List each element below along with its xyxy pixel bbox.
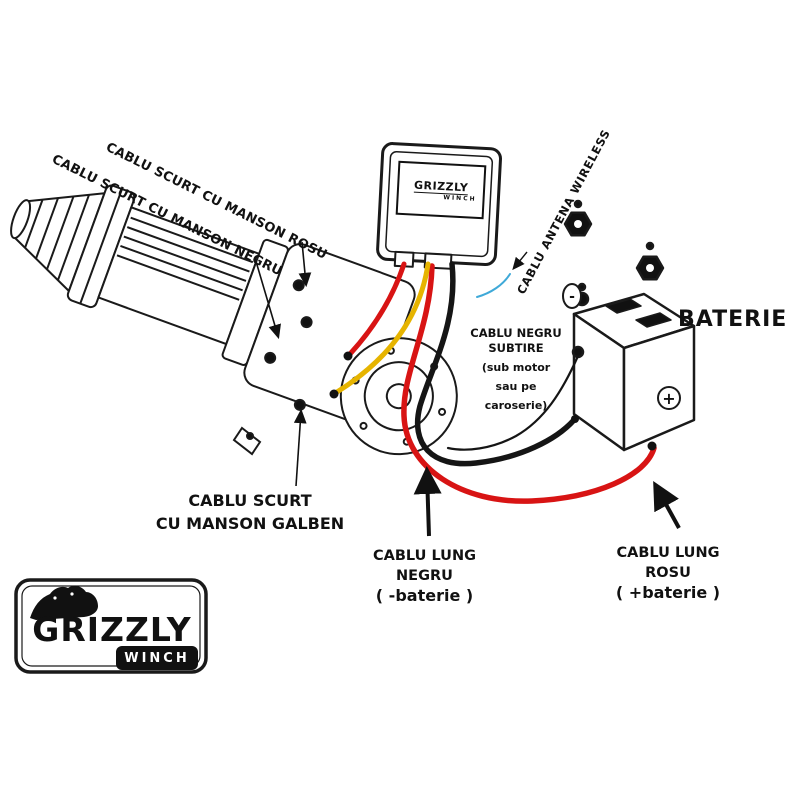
arrow-long-red <box>653 480 681 529</box>
logo-winch-badge: WINCH <box>116 646 198 670</box>
label-thin-black-cable: CABLU NEGRU SUBTIRE (sub motor sau pe ca… <box>456 326 576 413</box>
cable-lug <box>329 389 339 399</box>
arrow-antenna <box>512 251 528 271</box>
logo-brand-text: GRIZZLY <box>32 610 192 649</box>
cable-lug <box>571 415 579 423</box>
control-box-faceplate: GRIZZLY WINCH <box>395 160 487 220</box>
label-line: CU MANSON GALBEN <box>155 514 345 533</box>
arrow-short-red <box>298 241 312 288</box>
label-line: CABLU LUNG <box>373 548 476 564</box>
battery-plus-symbol: + <box>662 389 675 408</box>
arrow-short-yellow <box>293 408 307 487</box>
label-line: CABLU SCURT <box>188 491 312 510</box>
label-line: ROSU <box>645 565 691 581</box>
winch-drawing <box>10 184 458 456</box>
battery-positive-terminal <box>657 386 681 410</box>
label-line: CABLU NEGRU <box>470 326 562 340</box>
thin-black-cable <box>446 354 580 451</box>
label-battery: BATERIE <box>678 307 788 332</box>
rope-hook <box>232 426 262 456</box>
long-black-cable <box>414 261 577 467</box>
label-line: SUBTIRE <box>488 341 544 355</box>
long-red-cable <box>401 263 657 504</box>
label-line: CABLU LUNG <box>616 545 720 561</box>
label-line: ( -baterie ) <box>375 586 474 605</box>
battery-cell-cap <box>605 298 642 314</box>
battery-right-face <box>622 324 696 452</box>
bear-icon <box>30 585 98 620</box>
battery-minus-symbol: - <box>569 289 575 305</box>
label-long-red-cable: CABLU LUNG ROSU ( +baterie ) <box>598 543 738 603</box>
motor-terminal <box>300 316 313 329</box>
label-line: (sub motor <box>481 361 551 374</box>
label-line: NEGRU <box>396 568 453 584</box>
cables <box>329 261 657 504</box>
battery-cell-cap <box>635 312 672 328</box>
cable-lug <box>343 351 353 361</box>
arrow-short-black <box>254 257 281 340</box>
label-line: ( +baterie ) <box>615 583 721 602</box>
minus-washer <box>562 283 582 309</box>
battery-drawing: + - <box>562 199 696 452</box>
label-short-yellow-cable: CABLU SCURT CU MANSON GALBEN <box>145 489 355 535</box>
cable-lug <box>647 441 657 451</box>
short-yellow-cable <box>334 261 431 395</box>
arrow-long-black <box>413 466 442 537</box>
label-line: sau pe <box>495 380 537 393</box>
pointer-arrows <box>254 241 681 537</box>
control-box-brand-text: GRIZZLY <box>413 178 469 195</box>
label-line: caroserie) <box>484 399 548 412</box>
motor-terminal <box>264 351 277 364</box>
label-long-black-cable: CABLU LUNG NEGRU ( -baterie ) <box>352 546 497 606</box>
short-red-cable <box>347 261 407 357</box>
antenna-wire <box>476 273 511 298</box>
control-box-winch-text: WINCH <box>443 193 477 203</box>
